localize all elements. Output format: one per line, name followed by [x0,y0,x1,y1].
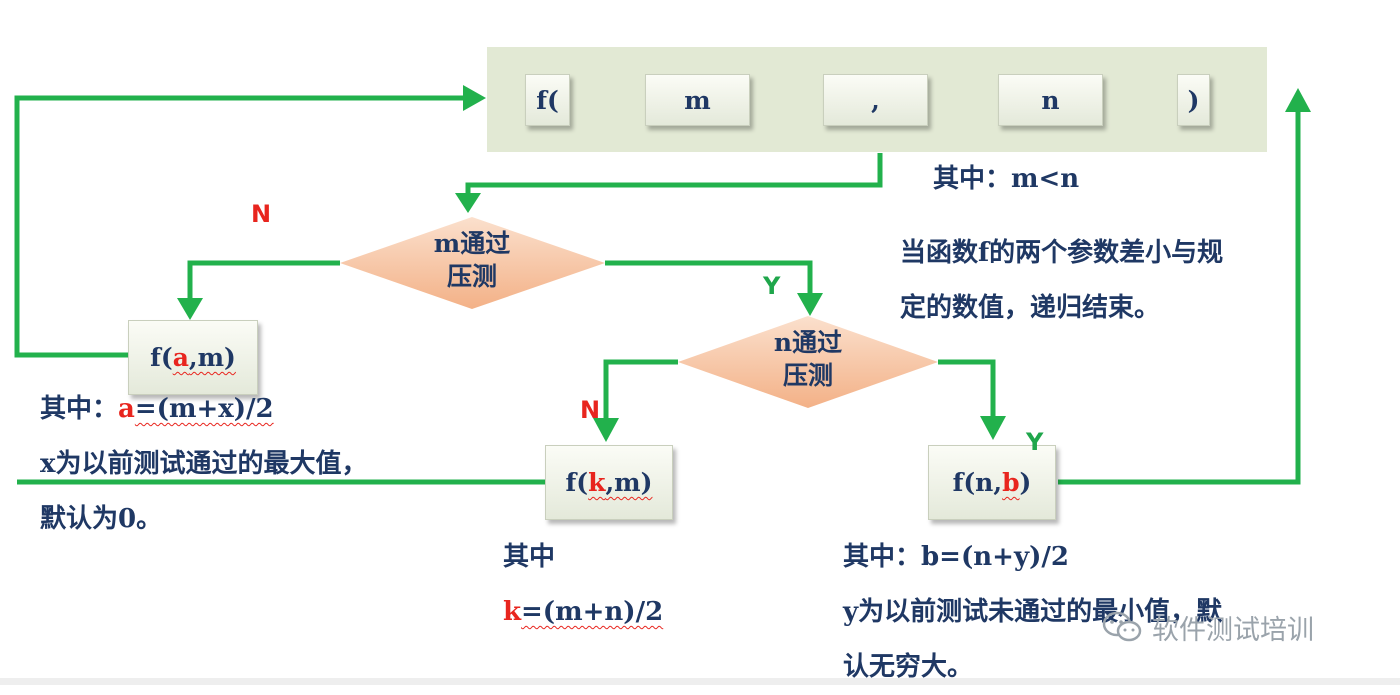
decision-m-diamond [340,217,605,309]
edge-panel-to-m-test [465,153,883,195]
edge-a-loop [14,95,465,358]
arrowhead-n-yes [980,416,1006,440]
watermark: 软件测试培训 [1102,607,1314,647]
label-no-m: N [251,200,272,228]
label-no-n: N [580,396,601,424]
edge-n-no [603,359,678,420]
sig-cell-f-open: f( [525,74,570,126]
arrowhead-m-test [455,193,481,213]
arrowhead-m-no [177,298,203,320]
arrowhead-b-loop [1285,88,1311,112]
note-b-formula: 其中：b=(n+y)/2 y为以前测试未通过的最小值，默 认无穷大。 [843,542,1223,682]
bottom-divider [0,678,1400,685]
edge-b-loop [1058,110,1301,485]
sig-cell-m: m [645,74,750,126]
sig-cell-comma: , [823,74,928,126]
node-f-a-m: f(a,m) [128,320,258,395]
node-f-k-m: f(k,m) [545,445,673,520]
arrowhead-n-no [593,418,619,442]
decision-n-text: n通过 压测 [773,328,843,390]
decision-m-text: m通过 压测 [433,229,511,291]
wechat-icon [1102,611,1142,642]
label-yes-m: Y [763,272,781,300]
edge-m-no [187,260,340,300]
note-k-formula: 其中 k=(m+n)/2 [503,542,664,627]
edge-m-yes [605,260,813,295]
label-yes-n: Y [1026,428,1044,456]
edge-n-yes [938,359,996,418]
watermark-text: 软件测试培训 [1152,614,1314,646]
sig-cell-n: n [998,74,1103,126]
note-m-less-n: 其中：m<n [933,164,1080,194]
arrowhead-m-yes [797,293,823,316]
note-recursion-end: 当函数f的两个参数差小与规 定的数值，递归结束。 [900,238,1224,323]
node-f-n-b: f(n,b) [928,445,1056,520]
decision-n-diamond [678,316,938,408]
arrowhead-a-loop [463,85,486,111]
note-a-formula: 其中：a=(m+x)/2 x为以前测试通过的最大值， 默认为0。 [40,394,368,534]
sig-cell-close: ) [1177,74,1210,126]
